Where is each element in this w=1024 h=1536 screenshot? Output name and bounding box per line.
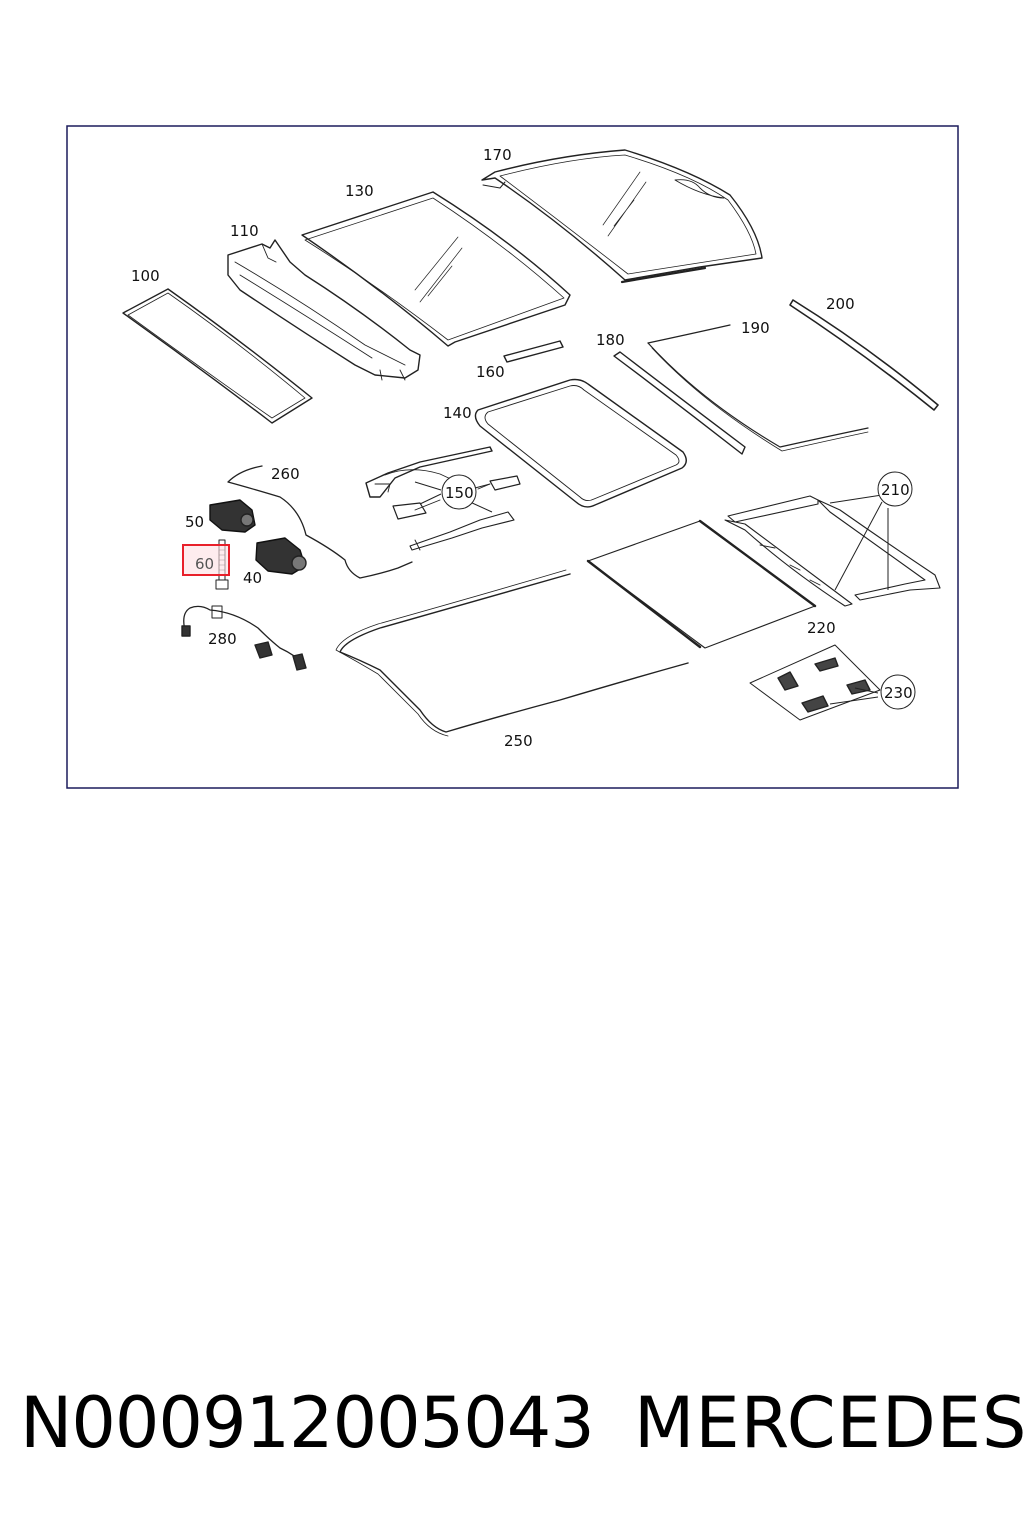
callout-60: 60 xyxy=(195,555,214,573)
part-110-front-frame xyxy=(227,239,421,381)
callout-260: 260 xyxy=(271,465,300,483)
part-number: N000912005043 xyxy=(20,1382,595,1464)
part-190-drain-channel xyxy=(647,324,869,452)
callout-circles xyxy=(441,471,916,710)
callout-190: 190 xyxy=(741,319,770,337)
callout-200: 200 xyxy=(826,295,855,313)
callout-280: 280 xyxy=(208,630,237,648)
part-140-frame-seal xyxy=(474,378,687,508)
part-280-wiring-harness xyxy=(181,605,307,671)
part-180-wind-deflector-rail xyxy=(613,351,746,455)
part-170-rear-glass xyxy=(481,149,763,284)
callout-40: 40 xyxy=(243,569,262,587)
callout-230: 230 xyxy=(884,684,913,702)
callout-160: 160 xyxy=(476,363,505,381)
part-210-rails xyxy=(724,495,941,607)
footer-caption: N000912005043 MERCEDES xyxy=(20,1378,1024,1468)
exploded-view-svg: 100 110 130 170 200 190 180 160 140 260 … xyxy=(66,125,959,789)
part-150-guide-components xyxy=(365,446,521,551)
callout-50: 50 xyxy=(185,513,204,531)
part-100-deflector xyxy=(122,288,313,424)
parts-diagram: 100 110 130 170 200 190 180 160 140 260 … xyxy=(66,125,959,789)
callout-circle-210 xyxy=(877,471,913,507)
callout-220: 220 xyxy=(807,619,836,637)
callout-circle-230 xyxy=(880,674,916,710)
callout-circle-150 xyxy=(441,474,477,510)
leader-lines xyxy=(414,481,889,705)
highlight-box-60 xyxy=(182,544,230,576)
part-roller-blind xyxy=(586,519,817,649)
part-160-cover-strip xyxy=(503,340,564,363)
callout-110: 110 xyxy=(230,222,259,240)
callout-210: 210 xyxy=(881,481,910,499)
callout-130: 130 xyxy=(345,182,374,200)
callout-250: 250 xyxy=(504,732,533,750)
part-40-drive-motor xyxy=(255,537,307,575)
part-230-clips-kit xyxy=(749,644,881,721)
callout-140: 140 xyxy=(443,404,472,422)
diagram-border xyxy=(66,125,959,789)
part-50-drive-motor xyxy=(209,499,256,533)
part-200-seal-strip xyxy=(789,299,939,411)
callout-180: 180 xyxy=(596,331,625,349)
callout-100: 100 xyxy=(131,267,160,285)
part-260-drive-cable xyxy=(227,465,413,579)
part-250-drain-hose xyxy=(335,569,689,737)
part-130-front-glass xyxy=(301,191,571,347)
callout-170: 170 xyxy=(483,146,512,164)
callout-labels: 100 110 130 170 200 190 180 160 140 260 … xyxy=(131,146,913,750)
callout-150: 150 xyxy=(445,484,474,502)
brand-name: MERCEDES xyxy=(634,1382,1024,1464)
